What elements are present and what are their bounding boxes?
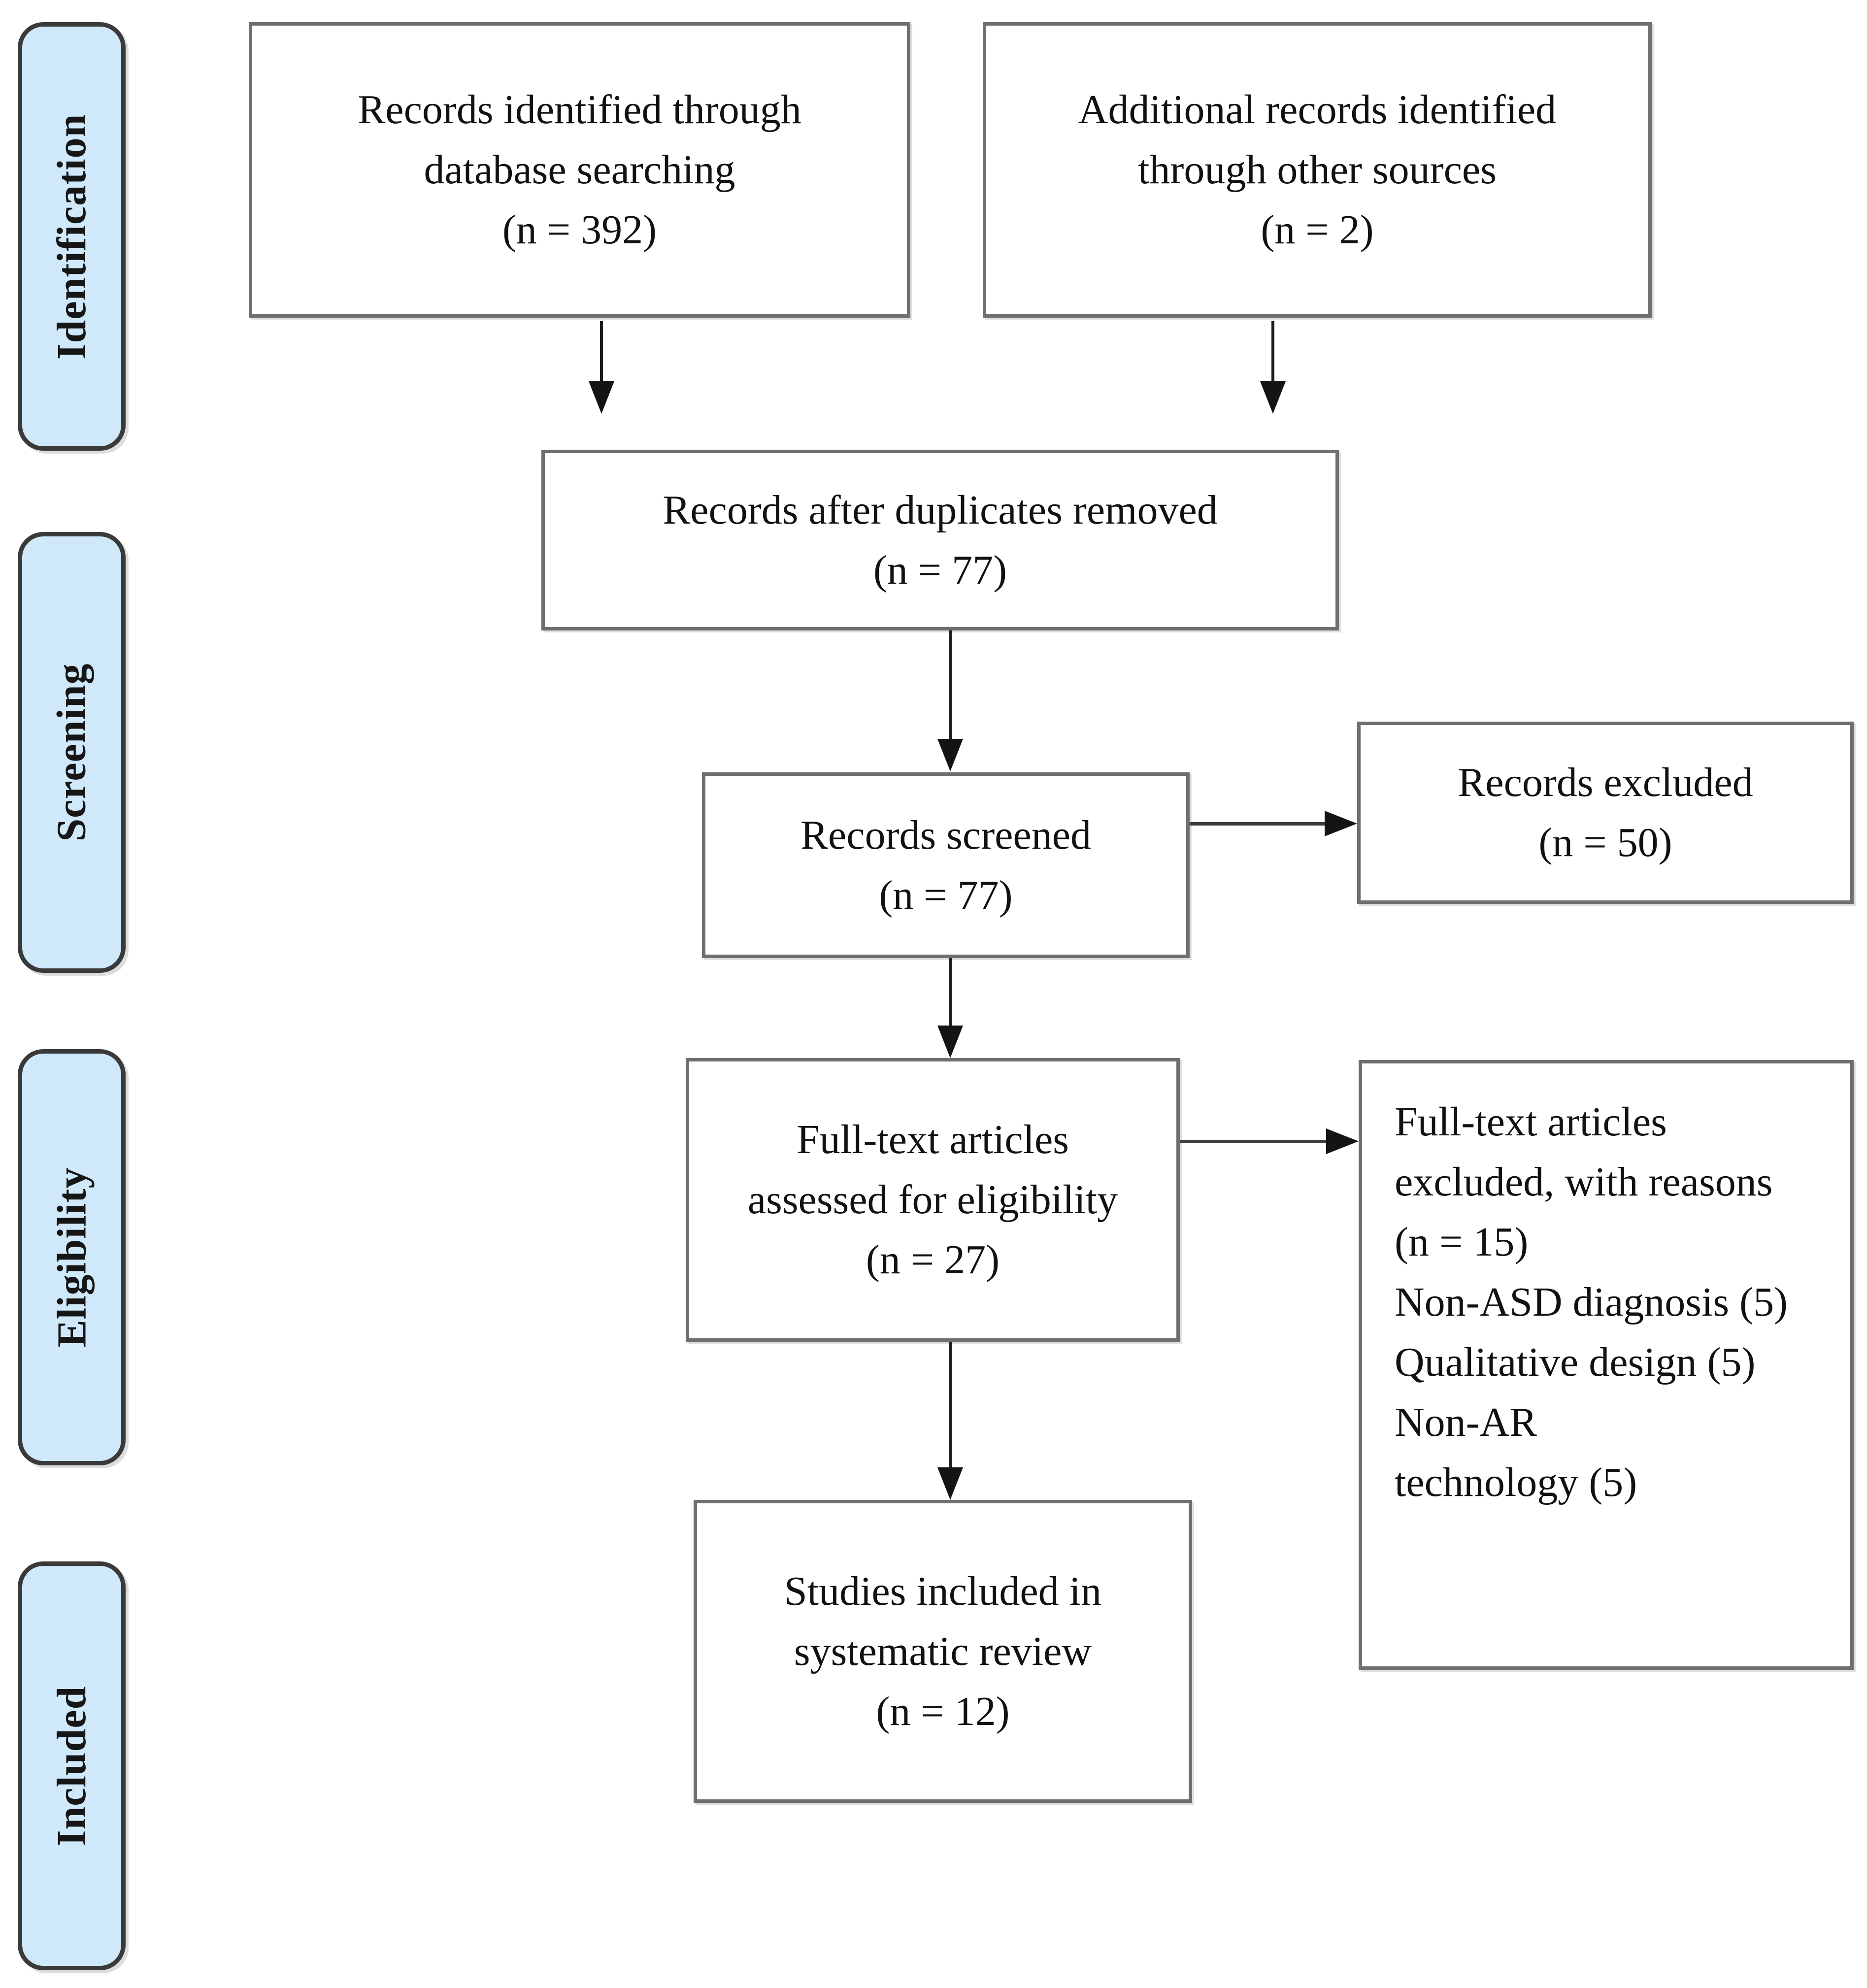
- box-database-records: Records identified through database sear…: [249, 22, 910, 318]
- stage-identification-label: Identification: [49, 113, 95, 360]
- arrow-fulltext-to-included-line: [949, 1342, 952, 1469]
- stage-included: Included: [18, 1561, 126, 1970]
- arrow-fulltext-to-included-head-icon: [937, 1467, 963, 1500]
- box-records-excluded: Records excluded (n = 50): [1357, 722, 1854, 904]
- arrow-screened-to-fulltext-head-icon: [937, 1026, 963, 1058]
- box-after-duplicates: Records after duplicates removed (n = 77…: [541, 450, 1339, 630]
- arrow-screened-to-excluded-head-icon: [1325, 811, 1357, 836]
- stage-screening: Screening: [18, 532, 126, 973]
- stage-identification: Identification: [18, 22, 126, 451]
- box-records-screened: Records screened (n = 77): [702, 772, 1190, 958]
- arrow-fulltext-to-excluded-line: [1180, 1140, 1328, 1143]
- stage-eligibility-label: Eligibility: [49, 1167, 95, 1348]
- arrow-other-to-dedup-head-icon: [1260, 381, 1286, 414]
- box-fulltext-assessed: Full-text articles assessed for eligibil…: [686, 1058, 1180, 1342]
- stage-screening-label: Screening: [49, 663, 95, 842]
- arrow-screened-to-fulltext-line: [949, 958, 952, 1028]
- arrow-dedup-to-screened-line: [949, 630, 952, 740]
- arrow-dedup-to-screened-head-icon: [937, 739, 963, 771]
- arrow-db-to-dedup-head-icon: [589, 381, 614, 414]
- arrow-db-to-dedup-line: [600, 321, 603, 382]
- stage-included-label: Included: [49, 1686, 95, 1846]
- box-studies-included: Studies included in systematic review (n…: [694, 1500, 1192, 1803]
- box-fulltext-excluded: Full-text articles excluded, with reason…: [1359, 1060, 1854, 1670]
- box-other-sources: Additional records identified through ot…: [983, 22, 1652, 318]
- stage-eligibility: Eligibility: [18, 1049, 126, 1465]
- arrow-other-to-dedup-line: [1271, 321, 1274, 382]
- arrow-fulltext-to-excluded-head-icon: [1326, 1128, 1359, 1154]
- arrow-screened-to-excluded-line: [1190, 822, 1327, 826]
